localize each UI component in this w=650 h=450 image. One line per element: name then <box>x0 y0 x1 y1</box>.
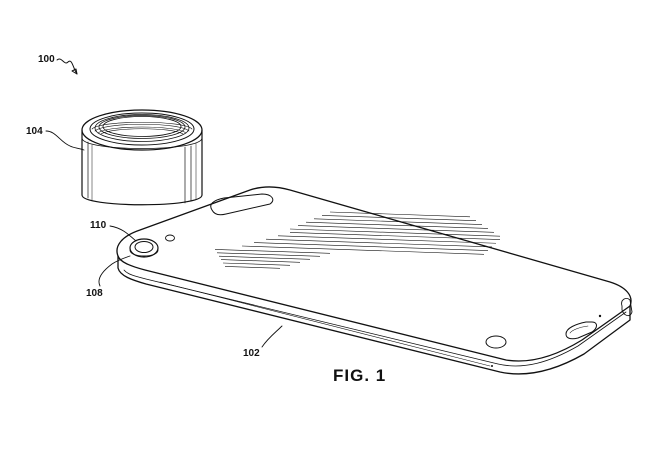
hatch-line <box>224 266 281 269</box>
port-dot <box>598 314 602 318</box>
surface-hatching <box>214 211 501 269</box>
hatch-line <box>216 252 321 257</box>
lens-attachment <box>81 109 203 206</box>
ref-104-leader <box>45 130 85 151</box>
hatch-line <box>329 211 471 218</box>
edge-dot <box>491 365 493 367</box>
hatch-line <box>220 259 301 263</box>
ref-100-arrowhead <box>71 68 78 75</box>
figure-caption: FIG. 1 <box>333 366 386 385</box>
hatch-line <box>297 225 495 233</box>
ref-label-100: 100 <box>38 54 55 65</box>
ref-label-102: 102 <box>243 348 260 359</box>
hatch-line <box>222 262 291 266</box>
hatch-line <box>253 242 489 251</box>
hatch-line <box>241 245 485 255</box>
hatch-line <box>313 218 483 225</box>
ref-110-leader <box>109 225 137 242</box>
hatch-line <box>289 228 501 237</box>
hatch-line <box>265 238 493 248</box>
hatch-line <box>289 232 501 240</box>
ref-102-leader <box>261 325 283 348</box>
ref-100-leader-arrow <box>56 58 78 75</box>
ref-label-108: 108 <box>86 288 103 299</box>
hatch-line <box>305 221 489 229</box>
hatch-line <box>277 235 497 244</box>
hatch-line <box>214 249 331 254</box>
hatch-line <box>218 255 311 260</box>
ref-label-104: 104 <box>26 126 43 137</box>
phone-case <box>116 186 633 375</box>
ref-label-110: 110 <box>90 220 107 231</box>
hatch-line <box>321 215 477 221</box>
ref-108-leader <box>98 255 131 287</box>
